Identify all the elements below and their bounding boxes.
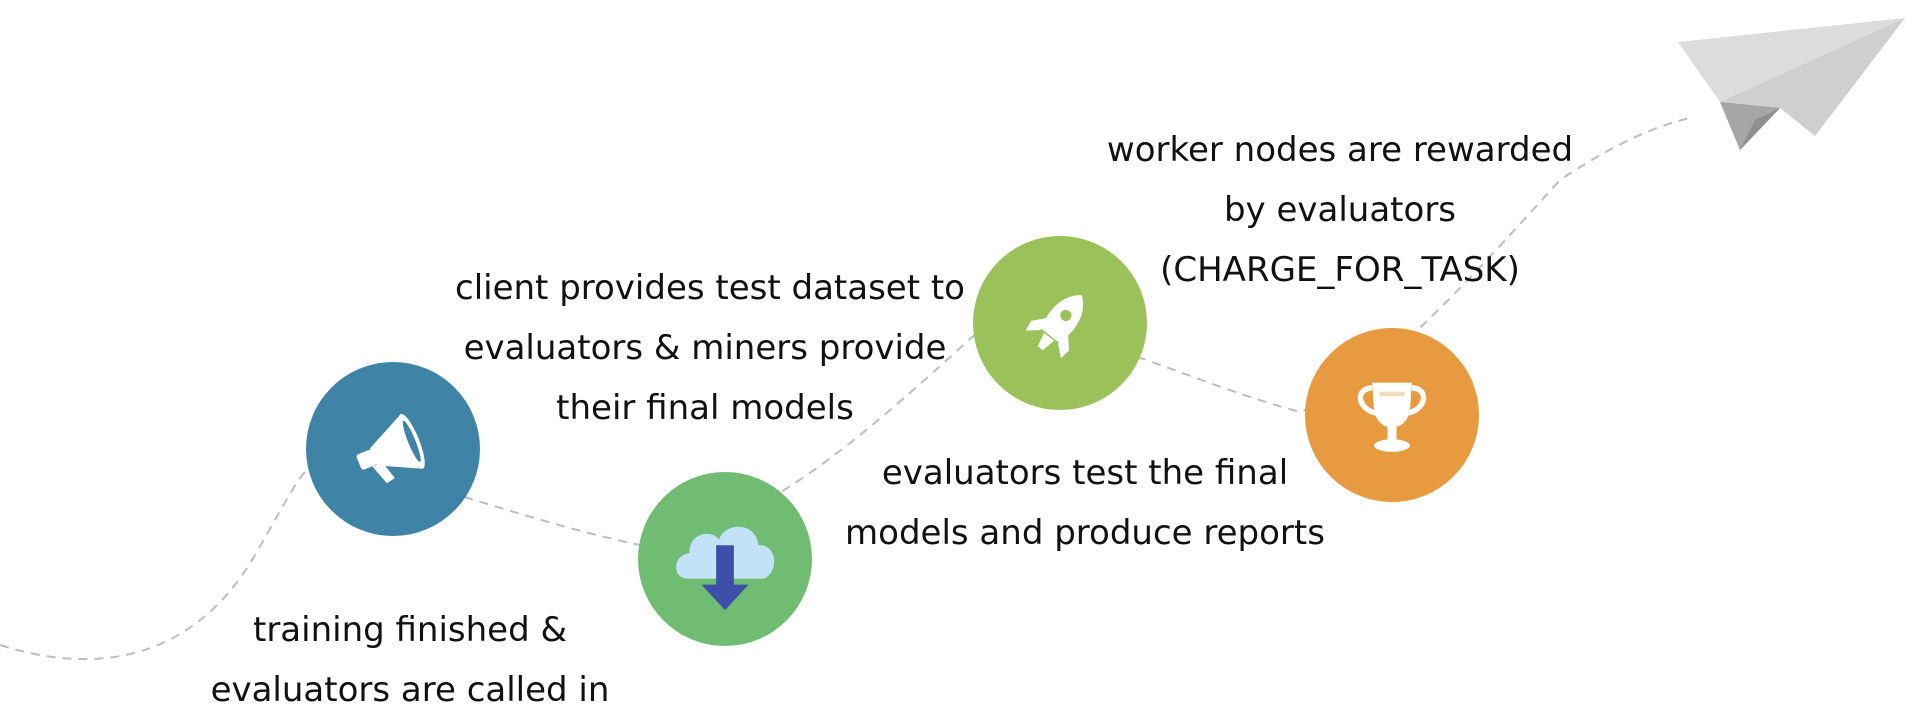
step-label-line: evaluators are called in bbox=[210, 670, 610, 710]
step-label-line: their final models bbox=[556, 388, 854, 428]
step-label-announce: training finished & evaluators are calle… bbox=[180, 600, 640, 720]
megaphone-icon bbox=[356, 413, 425, 484]
step-label-line: client provides test dataset to bbox=[455, 268, 965, 308]
step-label-line: evaluators & miners provide bbox=[463, 328, 947, 368]
step-label-line: (CHARGE_FOR_TASK) bbox=[1160, 250, 1520, 290]
step-label-line: by evaluators bbox=[1223, 190, 1457, 230]
step-node-announce bbox=[306, 362, 480, 536]
step-label-line: evaluators test the final bbox=[881, 453, 1289, 493]
step-node-download bbox=[638, 472, 812, 646]
rocket-icon bbox=[1025, 295, 1083, 359]
step-label-launch: evaluators test the final models and pro… bbox=[845, 443, 1325, 563]
plane-wing-left bbox=[1678, 18, 1905, 102]
cloud-download-icon bbox=[676, 526, 775, 611]
step-label-download: client provides test dataset to evaluato… bbox=[455, 258, 965, 438]
plane-tail bbox=[1740, 108, 1780, 150]
dashed-path-line bbox=[0, 117, 1691, 661]
plane-fold bbox=[1720, 102, 1780, 150]
trophy-icon bbox=[1357, 382, 1427, 452]
step-label-line: models and produce reports bbox=[845, 513, 1325, 553]
step-node-reward bbox=[1305, 328, 1479, 502]
step-label-line: training finished & bbox=[252, 610, 568, 650]
step-label-line: worker nodes are rewarded bbox=[1106, 130, 1574, 170]
step-label-reward: worker nodes are rewarded by evaluators … bbox=[1100, 120, 1580, 300]
step-node-launch bbox=[973, 236, 1147, 410]
